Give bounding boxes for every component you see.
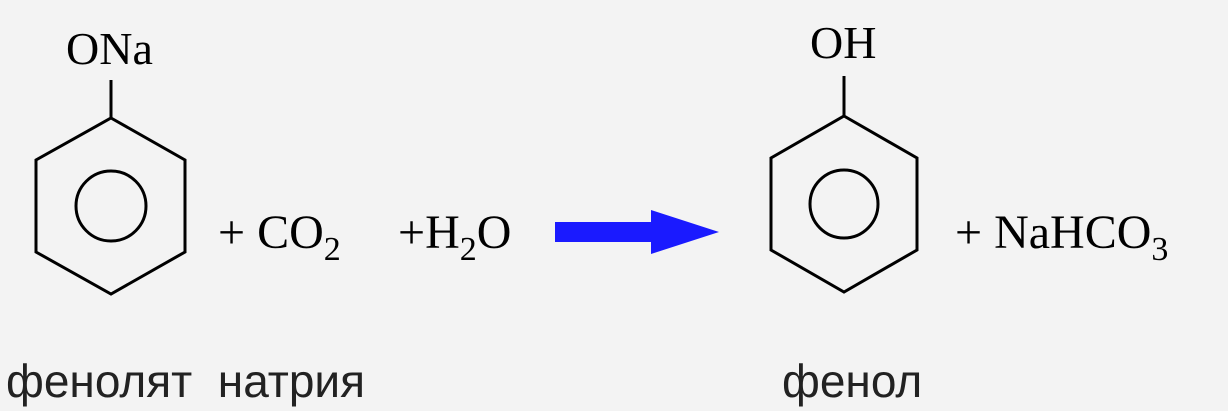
reaction-arrow <box>555 210 719 254</box>
byproduct-nahco3: + NaHCO3 <box>955 206 1168 267</box>
arrow-shape <box>555 210 719 254</box>
reagent-co2: + CO2 <box>218 206 341 267</box>
plus-sign: + <box>218 206 246 259</box>
reactant-substituent: ONa <box>66 23 153 74</box>
co2-formula: CO <box>257 206 324 259</box>
reactant-name: фенолят натрия <box>6 355 366 407</box>
reagent-h2o: +H2O <box>398 206 512 267</box>
reactant-benzene-ring <box>34 80 187 296</box>
product-name: фенол <box>782 355 923 407</box>
nahco3-subscript: 3 <box>1151 231 1169 268</box>
product-benzene-ring <box>769 76 919 294</box>
co2-subscript: 2 <box>323 231 341 268</box>
plus-sign: + <box>398 206 426 259</box>
h2o-subscript: 2 <box>459 231 477 268</box>
plus-sign: + <box>955 206 983 259</box>
h2o-formula: H <box>425 206 460 259</box>
product-substituent: OH <box>810 17 877 68</box>
nahco3-formula: NaHCO <box>994 206 1152 259</box>
h2o-tail: O <box>476 206 512 259</box>
